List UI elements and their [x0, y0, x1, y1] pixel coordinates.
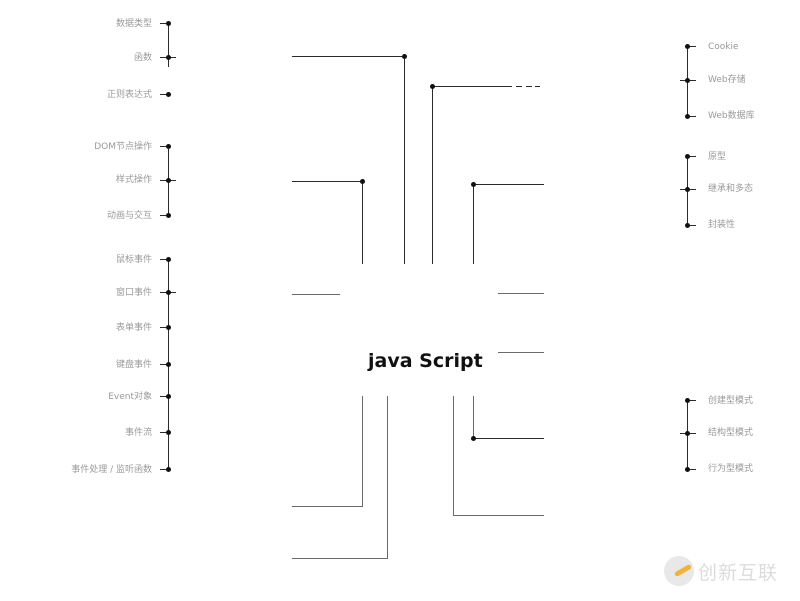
node-label[interactable]: 事件流 [124, 428, 152, 438]
node-dot [166, 92, 171, 97]
branch-line [516, 86, 522, 87]
node-dot [685, 154, 690, 159]
connector-line [160, 94, 169, 95]
branch-line [292, 294, 340, 295]
branch-line [473, 438, 544, 439]
connector-line [687, 46, 696, 47]
connector-line [687, 116, 696, 117]
node-dot [685, 398, 690, 403]
node-label[interactable]: Web数据库 [708, 111, 755, 121]
node-dot [685, 78, 690, 83]
connector-line [160, 215, 169, 216]
node-label[interactable]: 继承和多态 [708, 184, 754, 194]
node-dot [166, 290, 171, 295]
node-dot [685, 187, 690, 192]
node-dot [430, 84, 435, 89]
branch-line [473, 396, 474, 438]
node-label[interactable]: 窗口事件 [115, 288, 152, 298]
node-dot [166, 430, 171, 435]
node-dot [402, 54, 407, 59]
node-label[interactable]: Event对象 [108, 392, 152, 402]
branch-line [292, 56, 404, 57]
node-label[interactable]: 封装性 [708, 220, 736, 230]
node-label[interactable]: 鼠标事件 [115, 255, 152, 265]
connector-line [160, 146, 169, 147]
node-dot [166, 178, 171, 183]
watermark-text: 创新互联 [698, 561, 779, 584]
branch-line [432, 86, 433, 264]
node-label[interactable]: 样式操作 [115, 175, 152, 185]
node-label[interactable]: 正则表达式 [106, 90, 152, 100]
branch-line [473, 184, 474, 264]
node-label[interactable]: 事件处理 / 监听函数 [71, 465, 152, 475]
branch-line [432, 86, 512, 87]
watermark-logo-icon [664, 556, 694, 586]
branch-line [362, 396, 363, 506]
node-label[interactable]: Web存储 [708, 75, 746, 85]
node-dot [685, 223, 690, 228]
node-label[interactable]: 创建型模式 [708, 396, 754, 406]
node-label[interactable]: 表单事件 [115, 323, 152, 333]
node-dot [471, 436, 476, 441]
connector-line [687, 400, 696, 401]
branch-line [473, 184, 544, 185]
node-dot [685, 114, 690, 119]
node-label[interactable]: 原型 [708, 152, 727, 162]
branch-line [292, 181, 362, 182]
node-dot [166, 21, 171, 26]
connector-line [160, 259, 169, 260]
node-dot [471, 182, 476, 187]
branch-line [292, 506, 363, 507]
node-dot [166, 467, 171, 472]
branch-line [362, 181, 363, 264]
node-label[interactable]: Cookie [708, 42, 739, 52]
node-label[interactable]: 结构型模式 [708, 428, 754, 438]
node-dot [166, 213, 171, 218]
node-dot [166, 394, 171, 399]
node-label[interactable]: 行为型模式 [708, 464, 754, 474]
connector-line [160, 432, 169, 433]
branch-line [535, 86, 540, 87]
node-dot [685, 431, 690, 436]
node-label[interactable]: 键盘事件 [115, 360, 152, 370]
branch-line [526, 86, 532, 87]
branch-line [498, 293, 544, 294]
node-label[interactable]: 动画与交互 [106, 211, 152, 221]
watermark: 创新互联 [664, 556, 778, 586]
branch-line [498, 352, 544, 353]
node-dot [685, 44, 690, 49]
connector-line [687, 469, 696, 470]
branch-line [404, 56, 405, 264]
node-dot [166, 55, 171, 60]
connector-line [160, 469, 169, 470]
connector-line [168, 23, 169, 67]
node-dot [685, 467, 690, 472]
connector-line [687, 156, 696, 157]
connector-line [160, 396, 169, 397]
branch-line [292, 558, 388, 559]
connector-line [160, 23, 169, 24]
connector-line [160, 327, 169, 328]
connector-line [160, 364, 169, 365]
node-dot [166, 362, 171, 367]
branch-line [387, 396, 388, 558]
node-label[interactable]: DOM节点操作 [94, 142, 152, 152]
node-dot [166, 325, 171, 330]
node-label[interactable]: 函数 [133, 53, 152, 63]
node-dot [360, 179, 365, 184]
node-dot [166, 257, 171, 262]
node-dot [166, 144, 171, 149]
connector-line [687, 225, 696, 226]
central-topic[interactable]: java Script [368, 350, 483, 372]
branch-line [453, 396, 454, 515]
branch-line [453, 515, 544, 516]
node-label[interactable]: 数据类型 [115, 19, 152, 29]
